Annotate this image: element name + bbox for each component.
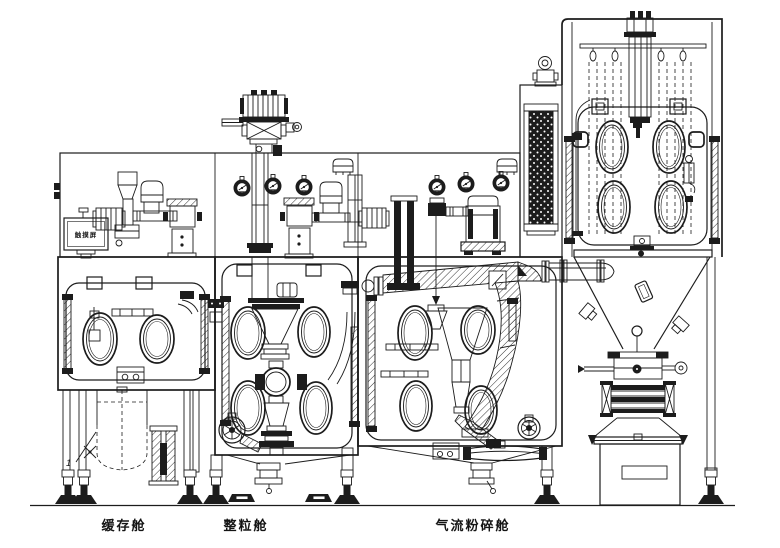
pulse-filter-column: [519, 56, 563, 258]
drain-device: [116, 366, 145, 384]
leader-line: [75, 431, 97, 463]
support-stand: [280, 197, 319, 259]
glove-port: [297, 306, 331, 358]
pressure-gauge: [295, 175, 313, 196]
panel-bottom-bracket: [630, 235, 654, 250]
hopper-cone: [573, 256, 711, 350]
collection-bin: [588, 433, 688, 506]
side-rail: [564, 136, 720, 244]
support-column: [704, 257, 718, 475]
lower-funnel: [259, 402, 294, 456]
glove-port: [654, 180, 688, 234]
buffer-chamber: [57, 256, 216, 486]
filter-bags: [588, 62, 692, 236]
product-funnel: [251, 308, 299, 360]
chamber-label-jet-milling: 气流粉碎舱: [435, 518, 511, 533]
granulator-drive-tower: [221, 90, 302, 156]
support-stand: [163, 198, 202, 258]
sample-line: [572, 99, 591, 236]
discharge-bag: [96, 386, 148, 471]
cyclone-hopper: [437, 307, 501, 450]
cone-vibrator: [671, 315, 690, 335]
agitator-column: [624, 11, 656, 138]
side-rail: [220, 296, 231, 426]
touch-screen-label: 触摸屏: [74, 232, 98, 239]
cone-vibrator: [578, 302, 598, 321]
annotation-number: 1: [66, 458, 72, 468]
blower-motor: [358, 207, 390, 229]
side-rail: [62, 294, 73, 374]
vacuum-blower: [460, 195, 506, 255]
chamber-label-buffer: 缓存舱: [101, 518, 147, 533]
transfer-elbow: [177, 291, 199, 315]
granulating-chamber: [208, 256, 360, 494]
bottom-discharge: [367, 445, 557, 494]
control-box: [432, 442, 460, 460]
glove-port: [460, 305, 496, 355]
bag-stand: [148, 425, 179, 486]
discharge-valve: [578, 325, 688, 417]
relief-valve: [532, 56, 559, 87]
chamber-legs: [210, 447, 354, 478]
hose-reel-wheel: [218, 412, 263, 453]
pressure-gauge: [233, 176, 251, 197]
panel-clamp: [591, 98, 687, 115]
pressure-gauge: [264, 174, 282, 195]
glove-port: [652, 120, 686, 174]
feed-motor: [92, 207, 126, 231]
hose-reel-wheel: [517, 414, 541, 440]
drive-shaft-column: [247, 153, 273, 253]
side-rail: [366, 295, 377, 432]
baghouse-cyclone-unit: [561, 11, 723, 506]
glove-port: [299, 381, 333, 435]
sampling-valve: [683, 155, 696, 202]
riser-pipe: [327, 281, 359, 385]
filter-canister: [496, 158, 518, 175]
floor-pads: [228, 494, 332, 502]
bottom-discharge: [226, 454, 351, 494]
side-rail: [199, 294, 210, 374]
jet-milling-chamber: [357, 256, 563, 494]
jet-mill: [463, 440, 547, 462]
glove-port: [230, 306, 266, 360]
spray-wand: [88, 307, 101, 342]
exhaust-duct: [343, 174, 367, 248]
granulating-chamber-top-equipment: [233, 153, 367, 259]
glove-port: [595, 120, 629, 174]
pinch-clamp: [83, 445, 97, 459]
bin-label-plate: [621, 465, 668, 480]
pressure-gauge: [457, 172, 475, 193]
discharge-cone: [593, 417, 683, 438]
buffer-chamber-top-equipment: [63, 171, 202, 259]
glove-port: [397, 305, 433, 361]
base-plate: [573, 249, 713, 258]
glove-port: [597, 180, 631, 234]
side-rail: [507, 298, 518, 342]
glove-port: [399, 380, 433, 432]
spray-bar: [579, 43, 707, 62]
feed-hopper-duct: [114, 171, 140, 247]
glove-port: [139, 314, 175, 364]
chamber-label-granulating: 整粒舱: [223, 518, 269, 533]
touch-screen-panel: [63, 207, 109, 259]
connecting-pipe: [445, 206, 469, 217]
glove-panel: [577, 106, 708, 246]
chamber-legs: [62, 389, 200, 473]
filter-canister: [332, 158, 354, 175]
